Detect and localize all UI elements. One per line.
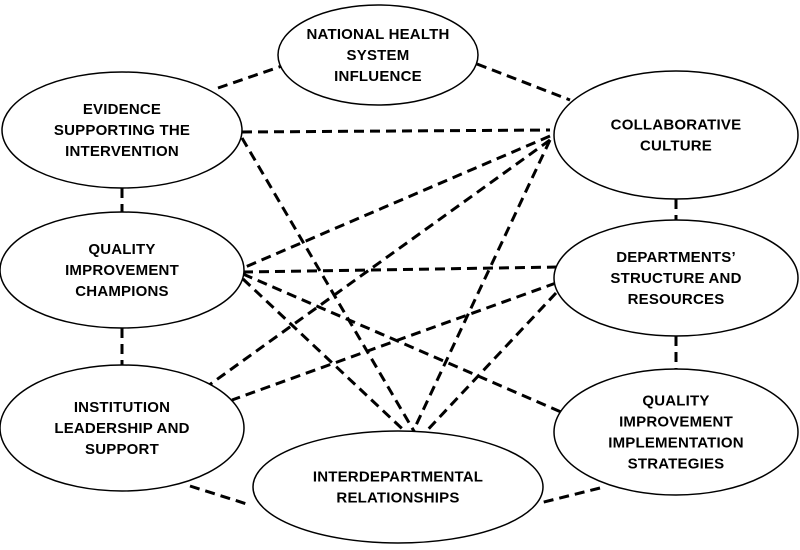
node-evidence: EVIDENCE SUPPORTING THE INTERVENTION [1,71,243,189]
edge-departments-interdept [418,291,558,440]
node-ellipse [252,430,544,544]
edge-collab-institution [204,138,551,390]
node-label-line: NATIONAL HEALTH [307,26,450,43]
nodes-layer: NATIONAL HEALTH SYSTEM INFLUENCE EVIDENCE SU… [0,4,799,544]
edge-evidence-national [217,64,283,90]
node-ellipse [553,70,799,200]
node-label-line: IMPLEMENTATION [608,435,744,452]
edge-evidence-collab [241,128,551,134]
edge-qi_champions-qi_strategies [242,272,569,417]
node-label-line: IMPROVEMENT [619,414,733,431]
node-label-line: INTERDEPARTMENTAL [313,469,483,486]
node-departments: DEPARTMENTS’ STRUCTURE AND RESOURCES [553,219,799,337]
node-label-line: CULTURE [640,138,712,155]
edge-departments-institution [231,281,557,402]
node-national: NATIONAL HEALTH SYSTEM INFLUENCE [277,4,479,106]
node-label-line: QUALITY [88,241,155,258]
node-ellipse [277,4,479,106]
node-label-line: IMPROVEMENT [65,262,179,279]
edge-collab-qi_champions [242,134,551,270]
node-label-line: RESOURCES [628,291,725,308]
node-interdept: INTERDEPARTMENTAL RELATIONSHIPS [252,430,544,544]
edge-qi_champions-interdept [241,277,414,440]
node-label-line: INTERVENTION [65,143,179,160]
node-label-line: STRATEGIES [628,456,725,473]
node-ellipse [1,71,243,189]
node-label-line: QUALITY [642,393,709,410]
node-qi-strategies: QUALITY IMPROVEMENT IMPLEMENTATION STRATEGI… [553,368,799,496]
node-ellipse [553,219,799,337]
node-label-line: STRUCTURE AND [610,270,741,287]
node-label-line: LEADERSHIP AND [54,420,189,437]
node-collab: COLLABORATIVE CULTURE [553,70,799,200]
edge-national-collab [476,62,571,102]
node-label-line: INSTITUTION [74,399,170,416]
node-institution: INSTITUTION LEADERSHIP AND SUPPORT [0,364,245,492]
node-ellipse [0,211,245,329]
node-label-line: SUPPORTING THE [54,122,190,139]
edge-qi_champions-departments [242,265,561,274]
node-label-line: COLLABORATIVE [611,117,742,134]
node-qi-champions: QUALITY IMPROVEMENT CHAMPIONS [0,211,245,329]
node-label-line: SUPPORT [85,441,159,458]
node-label-line: EVIDENCE [83,101,161,118]
edge-institution-interdept [189,484,251,507]
node-label-line: DEPARTMENTS’ [616,249,736,266]
edge-evidence-interdept [240,137,420,439]
node-ellipse [0,364,245,492]
node-ellipse [553,368,799,496]
edge-qi_strategies-interdept [539,486,601,505]
node-label-line: CHAMPIONS [75,283,168,300]
edge-collab-interdept [408,139,552,439]
node-label-line: SYSTEM [347,47,410,64]
node-label-line: INFLUENCE [334,68,422,85]
node-label-line: RELATIONSHIPS [336,490,459,507]
edges-layer [120,62,678,507]
